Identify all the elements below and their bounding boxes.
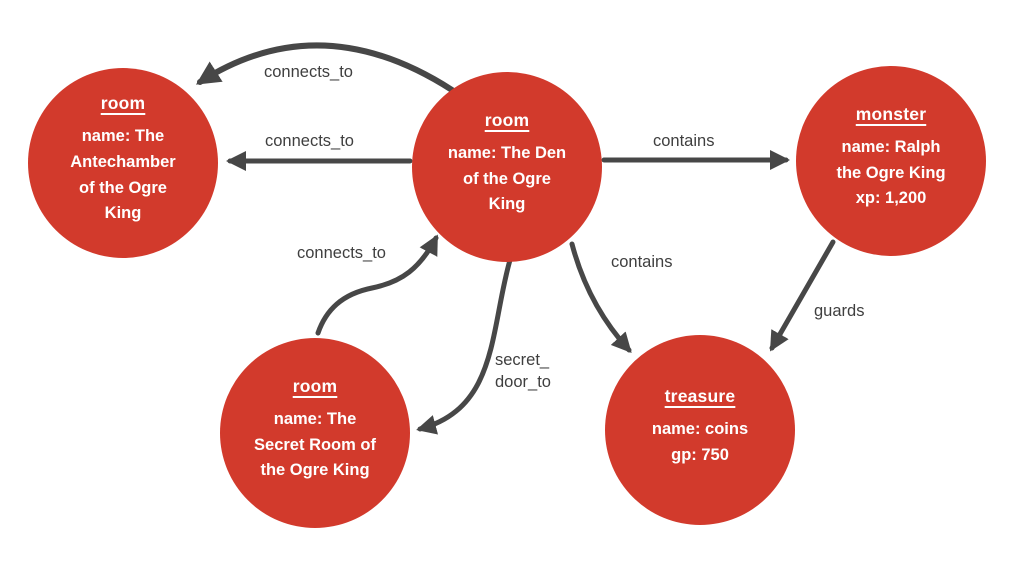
node-prop-line: gp: 750 <box>671 445 729 464</box>
edge-arrow-contains-treasure <box>569 241 632 353</box>
node-type-label: room <box>484 110 530 131</box>
node-room-antechamber: room name: The Antechamber of the Ogre K… <box>28 68 218 258</box>
node-treasure-coins: treasure name: coins gp: 750 <box>605 335 795 525</box>
node-prop-line: xp: 1,200 <box>855 189 927 208</box>
node-properties: name: coins gp: 750 <box>652 417 748 468</box>
edge-label-guards: guards <box>814 302 865 320</box>
node-prop-line: King <box>488 195 526 214</box>
node-prop-line: Secret Room of <box>254 435 376 454</box>
edge-label-contains-treasure: contains <box>611 253 673 271</box>
node-prop-line: name: The Den <box>447 144 567 163</box>
node-prop-line: name: The <box>81 127 165 146</box>
edge-label-secret-door-to-line1: secret_ <box>495 351 550 369</box>
node-prop-line: name: Ralph <box>841 138 941 157</box>
edge-label-connects-to-scurve: connects_to <box>297 244 386 262</box>
node-type-label: monster <box>855 104 927 125</box>
node-prop-line: King <box>104 204 142 223</box>
edge-arrow-connects-to-arc <box>195 42 455 93</box>
edge-label-connects-to-straight: connects_to <box>265 132 354 150</box>
edge-label-connects-to-arc: connects_to <box>264 63 353 81</box>
node-properties: name: Ralph the Ogre King xp: 1,200 <box>836 135 945 212</box>
node-prop-line: of the Ogre <box>462 169 551 188</box>
node-room-secret-room: room name: The Secret Room of the Ogre K… <box>220 338 410 528</box>
node-monster-ralph: monster name: Ralph the Ogre King xp: 1,… <box>796 66 986 256</box>
edge-label-contains-monster: contains <box>653 132 715 150</box>
node-properties: name: The Den of the Ogre King <box>448 141 566 218</box>
node-prop-line: the Ogre King <box>836 163 946 182</box>
node-properties: name: The Secret Room of the Ogre King <box>254 407 376 484</box>
node-room-den: room name: The Den of the Ogre King <box>412 72 602 262</box>
node-properties: name: The Antechamber of the Ogre King <box>70 124 175 226</box>
node-prop-line: of the Ogre <box>78 178 167 197</box>
edge-label-secret-door-to-line2: door_to <box>495 372 551 391</box>
edge-label-secret-door-to: secret_ door_to <box>495 350 551 394</box>
node-prop-line: name: coins <box>651 419 749 438</box>
node-type-label: treasure <box>664 385 736 406</box>
edge-arrow-secret-door-to <box>416 257 513 435</box>
node-prop-line: Antechamber <box>70 152 176 171</box>
node-prop-line: name: The <box>273 410 357 429</box>
edge-arrow-connects-to-scurve <box>315 234 439 336</box>
edge-arrow-guards <box>769 239 836 352</box>
node-prop-line: the Ogre King <box>260 461 370 480</box>
node-type-label: room <box>100 93 146 114</box>
node-type-label: room <box>292 376 338 397</box>
